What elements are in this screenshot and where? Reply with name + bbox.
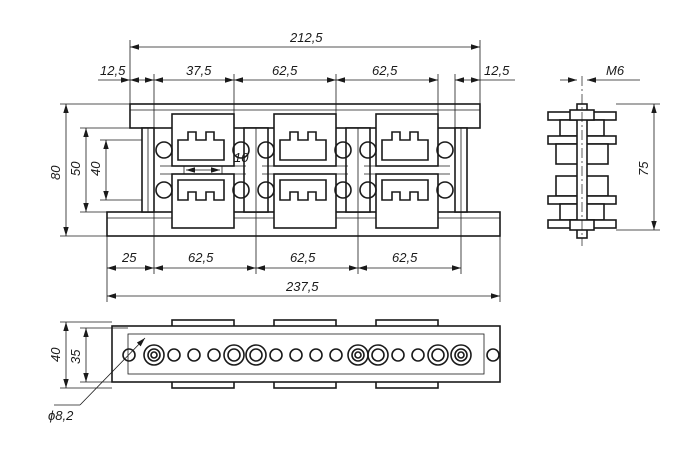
dim-overall-width-top: 212,5 — [289, 30, 323, 45]
plan-view — [54, 319, 501, 406]
dim-bottom-pitch-1: 62,5 — [188, 250, 214, 265]
dim-pitch-2: 62,5 — [372, 63, 398, 78]
dim-bottom-pitch-2: 62,5 — [290, 250, 316, 265]
dim-plan-height-outer: 40 — [48, 347, 63, 362]
front-view — [106, 103, 501, 237]
dimension-labels: 212,5 12,5 37,5 62,5 62,5 12,5 M6 10 80 … — [48, 30, 651, 423]
dim-end-margin-left: 12,5 — [100, 63, 126, 78]
dim-side-height: 75 — [636, 161, 651, 176]
plan-holes — [122, 344, 500, 366]
dim-height-mid: 50 — [68, 161, 83, 176]
dim-thread: M6 — [606, 63, 625, 78]
dim-gap: 10 — [234, 150, 249, 165]
front-dimensions — [60, 40, 515, 302]
side-view — [547, 76, 660, 246]
dim-bottom-pitch-3: 62,5 — [392, 250, 418, 265]
dim-hole-diameter: ϕ8,2 — [48, 408, 74, 423]
dim-end-margin-right: 12,5 — [484, 63, 510, 78]
dim-first-offset: 37,5 — [186, 63, 212, 78]
dim-height-overall: 80 — [48, 165, 63, 180]
dim-plan-height-inner: 35 — [68, 349, 83, 364]
dim-bottom-offset: 25 — [121, 250, 137, 265]
dim-pitch-1: 62,5 — [272, 63, 298, 78]
dim-height-inner: 40 — [88, 161, 103, 176]
dim-overall-width-bottom: 237,5 — [285, 279, 319, 294]
